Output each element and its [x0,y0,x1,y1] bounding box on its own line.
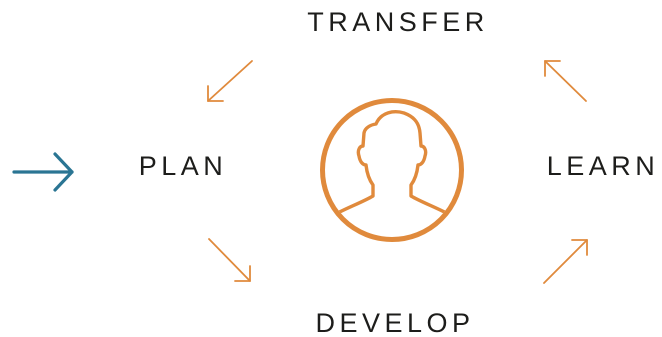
label-develop: DEVELOP [315,308,474,337]
arrow-right-icon [12,152,74,192]
arrow-down-left-icon [207,60,253,102]
label-transfer: TRANSFER [307,7,489,37]
label-plan: PLAN [139,151,228,181]
arrow-down-right-icon [208,238,251,282]
arrow-up-right-icon [543,239,588,284]
label-learn: LEARN [547,151,660,181]
person-silhouette-icon [320,98,464,242]
arrow-up-left-icon [544,60,587,102]
